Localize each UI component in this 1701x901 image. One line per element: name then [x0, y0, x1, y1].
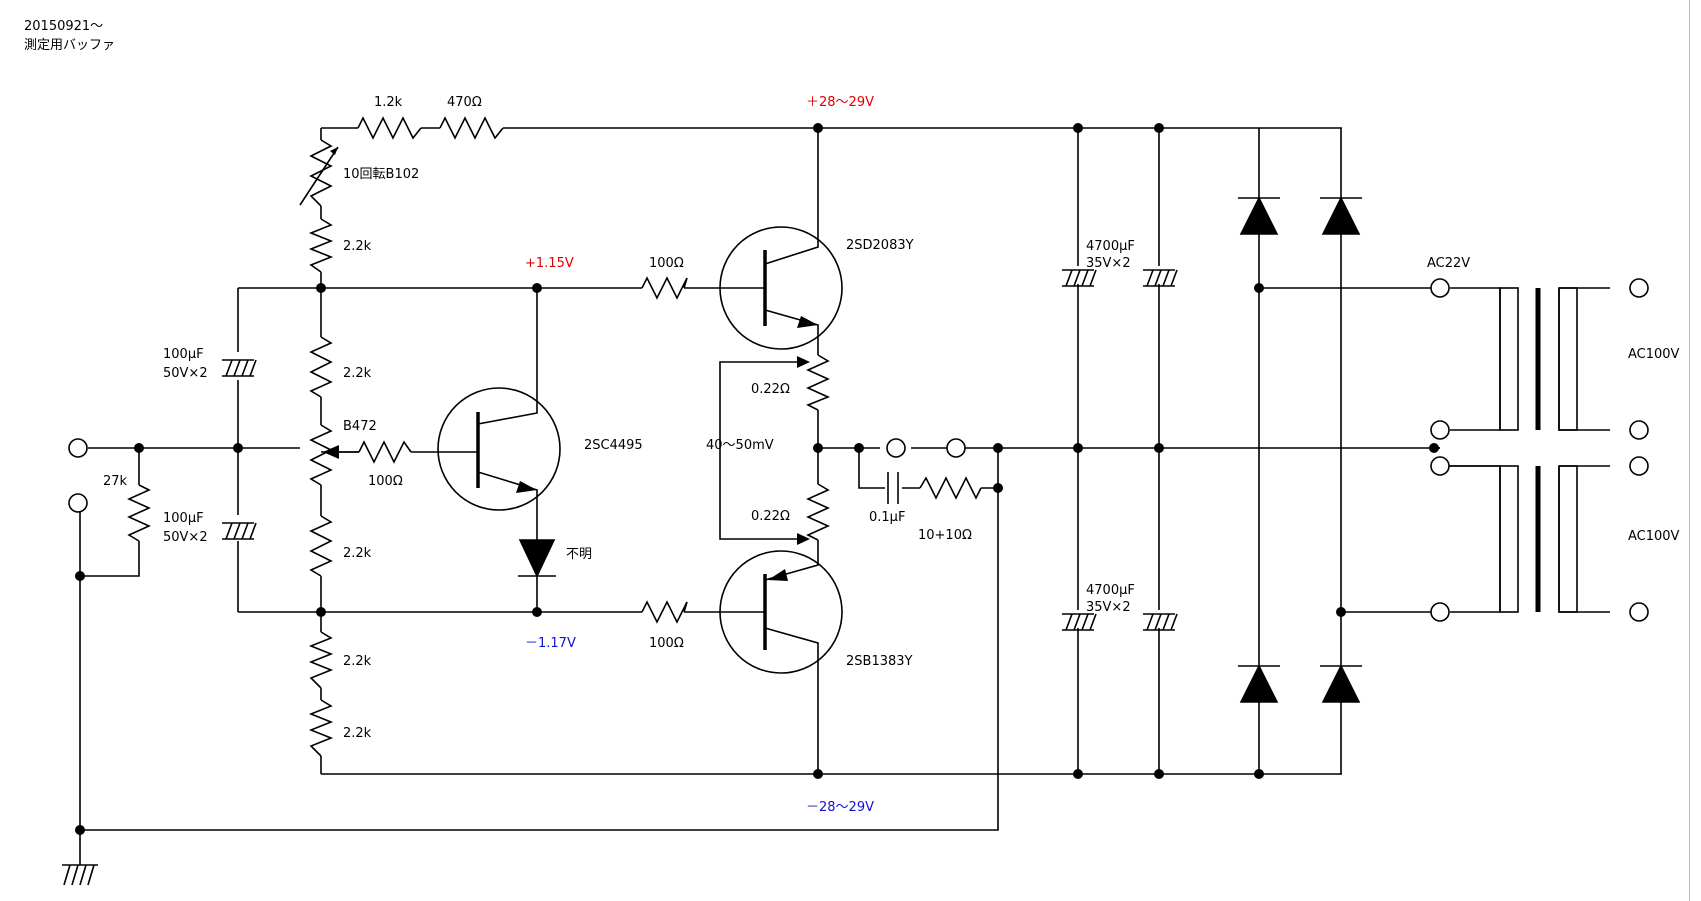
resistor-2k2-a: [308, 218, 334, 273]
diode-unknown: [518, 539, 556, 578]
label-r-1k2: 1.2k: [374, 95, 403, 110]
schematic-title: 測定用バッファ: [24, 38, 115, 53]
label-r-27k: 27k: [103, 474, 128, 489]
bridge-diode-2: [1320, 196, 1362, 235]
diodes: [518, 196, 1362, 703]
label-pos-bias: +1.15V: [525, 256, 574, 271]
label-r-2k2-a: 2.2k: [343, 239, 372, 254]
input-terminal: [68, 438, 88, 458]
ac22v-terminal-top: [1430, 278, 1450, 298]
arrow-right-icon: [797, 533, 810, 545]
resistor-2k2-b: [309, 336, 333, 398]
label-c-out: 0.1μF: [869, 510, 905, 525]
label-r-100-top: 100Ω: [649, 256, 684, 271]
label-ac-primary-bot: AC100V: [1628, 529, 1680, 544]
output-terminal: [886, 438, 906, 458]
bridge-diode-3: [1238, 664, 1280, 703]
ac22v-terminal-mid-b: [1430, 456, 1450, 476]
resistor-2k2-d: [308, 631, 334, 689]
label-c-psu-top-rating: 35V×2: [1086, 256, 1131, 271]
label-c-psu-top-val: 4700μF: [1086, 239, 1135, 254]
label-r-2k2-d: 2.2k: [343, 654, 372, 669]
resistors: [127, 116, 982, 757]
capacitors: [222, 269, 1178, 631]
label-r-100-mid: 100Ω: [368, 474, 403, 489]
label-ac-secondary: AC22V: [1427, 256, 1470, 271]
resistor-2k2-c: [309, 515, 333, 577]
resistor-100-mid: [358, 440, 412, 464]
capacitor-4700uf-2b: [1143, 613, 1178, 631]
capacitor-100uf-lower: [222, 522, 257, 540]
pot-10turn-arrow-icon: [330, 147, 338, 155]
label-r-470: 470Ω: [447, 95, 482, 110]
label-pos-rail: ＋28～29V: [806, 95, 874, 110]
pot-b472: [309, 424, 333, 486]
bridge-diode-4: [1320, 664, 1362, 703]
label-r-022-top: 0.22Ω: [751, 382, 790, 397]
schematic-date: 20150921～: [24, 19, 103, 34]
resistor-022-top: [806, 354, 831, 411]
resistor-2k2-e: [308, 699, 334, 757]
ac100v-terminal-2: [1629, 420, 1649, 440]
label-c-upper-rating: 50V×2: [163, 366, 208, 381]
bridge-diode-1: [1238, 196, 1280, 235]
capacitor-0.1uf: [887, 472, 899, 504]
resistor-022-bot: [806, 483, 830, 541]
label-c-lower-val: 100μF: [163, 511, 204, 526]
wires: [79, 127, 1610, 831]
terminals: [68, 278, 1649, 622]
resistor-27k: [127, 484, 151, 542]
component-labels: 1.2k 470Ω ＋28～29V 10回転B102 2.2k +1.15V 1…: [103, 95, 1680, 815]
output-ground-terminal: [946, 438, 966, 458]
label-neg-bias: －1.17V: [525, 636, 576, 651]
label-q-npn-out: 2SD2083Y: [846, 238, 914, 253]
ac100v-terminal-3: [1629, 456, 1649, 476]
junction-dots: [75, 123, 1439, 835]
label-ac-primary-top: AC100V: [1628, 347, 1680, 362]
label-pot-b472: B472: [343, 419, 377, 434]
pot-wiper-arrow-icon: [323, 445, 339, 459]
ground-icon: [62, 830, 98, 886]
arrow-right-icon: [797, 356, 810, 368]
transformer-lower: [1499, 465, 1578, 613]
pot-10turn: [309, 139, 333, 207]
ac100v-terminal-1: [1629, 278, 1649, 298]
label-q-driver: 2SC4495: [584, 438, 643, 453]
capacitor-100uf-upper: [222, 359, 257, 377]
resistor-470: [439, 116, 504, 140]
ac100v-terminal-4: [1629, 602, 1649, 622]
label-r-100-bot: 100Ω: [649, 636, 684, 651]
capacitor-4700uf-1a: [1062, 269, 1097, 287]
label-pot-10turn: 10回転B102: [343, 167, 419, 182]
label-r-022-bot: 0.22Ω: [751, 509, 790, 524]
transistor-2sb1383y: [717, 550, 843, 674]
transformer-upper: [1499, 287, 1578, 431]
ac22v-terminal-mid-a: [1430, 420, 1450, 440]
label-c-lower-rating: 50V×2: [163, 530, 208, 545]
resistor-out: [919, 476, 982, 500]
label-neg-rail: －28～29V: [806, 800, 874, 815]
window-right-edge: [1689, 0, 1690, 901]
resistor-100-top: [641, 276, 688, 300]
label-r-2k2-b: 2.2k: [343, 366, 372, 381]
label-r-out: 10+10Ω: [918, 528, 972, 543]
capacitor-4700uf-1b: [1143, 269, 1178, 287]
label-emitter-voltage: 40～50mV: [706, 438, 774, 453]
ac22v-terminal-bot: [1430, 602, 1450, 622]
label-c-psu-bot-val: 4700μF: [1086, 583, 1135, 598]
label-diode-unknown: 不明: [566, 547, 592, 562]
pot-arrows: [299, 146, 359, 459]
label-r-2k2-e: 2.2k: [343, 726, 372, 741]
input-ground-terminal: [68, 493, 88, 513]
resistor-1k2: [357, 116, 422, 140]
transistor-2sc4495: [437, 387, 561, 511]
capacitor-4700uf-2a: [1062, 613, 1097, 631]
label-q-pnp-out: 2SB1383Y: [846, 654, 913, 669]
label-c-psu-bot-rating: 35V×2: [1086, 600, 1131, 615]
label-r-2k2-c: 2.2k: [343, 546, 372, 561]
transistor-2sd2083y: [717, 226, 843, 350]
label-c-upper-val: 100μF: [163, 347, 204, 362]
resistor-100-bot: [641, 600, 688, 624]
